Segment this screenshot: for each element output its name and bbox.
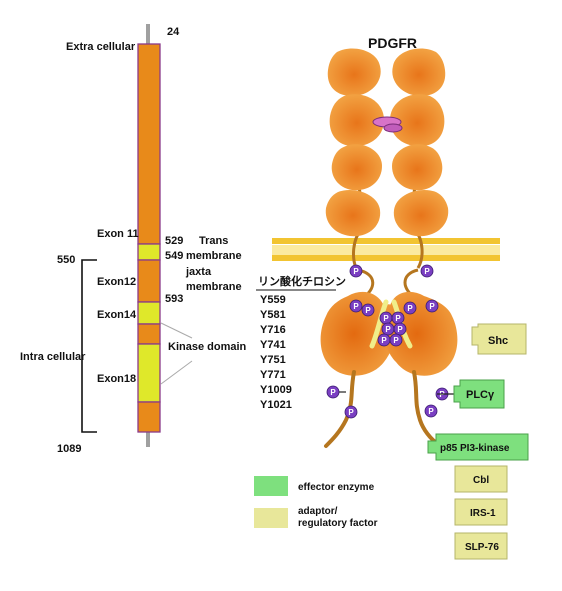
effector-p85-pi3k: p85 PI3-kinase [427, 433, 529, 461]
svg-text:P: P [393, 336, 399, 345]
phospho-site: Y1009 [260, 384, 292, 396]
svg-text:P: P [407, 304, 413, 313]
svg-text:P: P [397, 325, 403, 334]
exon14-label: Exon14 [97, 309, 137, 321]
svg-text:SLP-76: SLP-76 [465, 542, 499, 553]
phospho-site: Y1021 [260, 399, 292, 411]
effector-irs1: IRS-1 [454, 498, 508, 526]
phospho-p-8: P [391, 311, 405, 325]
kinase1-segment [137, 301, 161, 325]
svg-text:P: P [353, 302, 359, 311]
svg-text:P: P [424, 267, 430, 276]
left-ig-domains [325, 48, 384, 237]
extracellular-label: Extra cellular [66, 41, 136, 53]
kinase-pointer-top [160, 322, 193, 339]
svg-text:P: P [429, 302, 435, 311]
legend-swatch-adaptor [254, 508, 288, 528]
right-ig-domains [390, 48, 449, 237]
legend-label-enzyme: effector enzyme [298, 482, 375, 493]
trans-membrane-label-2: membrane [186, 250, 242, 262]
phospho-p-12: P [389, 333, 403, 347]
pdgf-ligand-2 [383, 123, 403, 133]
juxtamembrane-segment [137, 259, 161, 303]
top-number-label: 24 [167, 26, 180, 38]
juxta-membrane-label-2: membrane [186, 281, 242, 293]
kinase-insert-segment [137, 323, 161, 345]
kinase-domain-label: Kinase domain [168, 341, 247, 353]
effector-plc-gamma: PLCγ [453, 379, 505, 409]
pos-549-label: 549 [165, 250, 183, 262]
svg-text:P: P [395, 314, 401, 323]
phospho-p-9: P [381, 322, 395, 336]
phospho-p-1: P [349, 264, 363, 278]
phospho-site: Y716 [260, 324, 286, 336]
svg-text:P: P [385, 325, 391, 334]
phospho-site-list: Y559 Y581 Y716 Y741 Y751 Y771 Y1009 Y102… [260, 294, 292, 411]
svg-text:P: P [383, 314, 389, 323]
phospho-site: Y741 [260, 339, 286, 351]
svg-text:P: P [348, 408, 354, 417]
phospho-sites: P P P P P P P P P P P P P P P P [326, 264, 449, 419]
pos-550-label: 550 [57, 254, 75, 266]
juxta-membrane-label-1: jaxta [185, 266, 212, 278]
phospho-site: Y581 [260, 309, 286, 321]
svg-text:Shc: Shc [488, 335, 508, 347]
transmembrane-segment [137, 243, 161, 261]
c-terminal-tails [324, 370, 442, 448]
phospho-p-11: P [377, 333, 391, 347]
exon18-label: Exon18 [97, 373, 136, 385]
phospho-p-3: P [349, 299, 363, 313]
effector-shc: Shc [471, 323, 527, 355]
pdgfr-title: PDGFR [368, 35, 417, 51]
phospho-p-5: P [403, 301, 417, 315]
svg-text:Cbl: Cbl [473, 475, 489, 486]
intracellular-bracket [81, 259, 97, 433]
phospho-heading: リン酸化チロシン [258, 274, 346, 288]
kinase-pointer-bottom [160, 360, 193, 385]
legend-label-adaptor-2: regulatory factor [298, 518, 378, 529]
trans-membrane-label-1: Trans [199, 235, 228, 247]
left-kinase-domain [320, 291, 395, 376]
svg-text:P: P [381, 336, 387, 345]
cell-membrane [272, 238, 500, 261]
pos-529-label: 529 [165, 235, 183, 247]
svg-text:P: P [330, 388, 336, 397]
c-terminal-segment [137, 401, 161, 433]
phospho-p-7: P [379, 311, 393, 325]
exon11-label: Exon 11 [97, 228, 139, 240]
phospho-p-6: P [425, 299, 439, 313]
exon12-label: Exon12 [97, 276, 136, 288]
effector-connectors [339, 391, 454, 395]
svg-text:P: P [428, 407, 434, 416]
legend-swatch-enzyme [254, 476, 288, 496]
svg-text:P: P [365, 306, 371, 315]
svg-text:P: P [353, 267, 359, 276]
phospho-site: Y771 [260, 369, 286, 381]
effector-slp76: SLP-76 [454, 532, 508, 560]
pos-1089-label: 1089 [57, 443, 81, 455]
legend: effector enzyme adaptor/ regulatory fact… [254, 476, 378, 529]
effector-cbl: Cbl [454, 465, 508, 493]
phospho-p-15: P [344, 405, 358, 419]
kinase2-segment [137, 343, 161, 403]
domain-bar [137, 24, 161, 447]
phospho-site: Y559 [260, 294, 286, 306]
phospho-site: Y751 [260, 354, 286, 366]
phospho-p-13: P [326, 385, 340, 399]
extracellular-segment [137, 43, 161, 245]
svg-text:IRS-1: IRS-1 [470, 508, 496, 519]
pos-593-label: 593 [165, 293, 183, 305]
right-kinase-domain [383, 291, 458, 376]
intracellular-label: Intra cellular [20, 351, 86, 363]
svg-text:p85 PI3-kinase: p85 PI3-kinase [440, 443, 510, 454]
phospho-p-2: P [420, 264, 434, 278]
svg-text:PLCγ: PLCγ [466, 389, 495, 401]
phospho-p-10: P [393, 322, 407, 336]
phospho-p-16: P [424, 404, 438, 418]
phospho-p-4: P [361, 303, 375, 317]
legend-label-adaptor-1: adaptor/ [298, 506, 338, 517]
